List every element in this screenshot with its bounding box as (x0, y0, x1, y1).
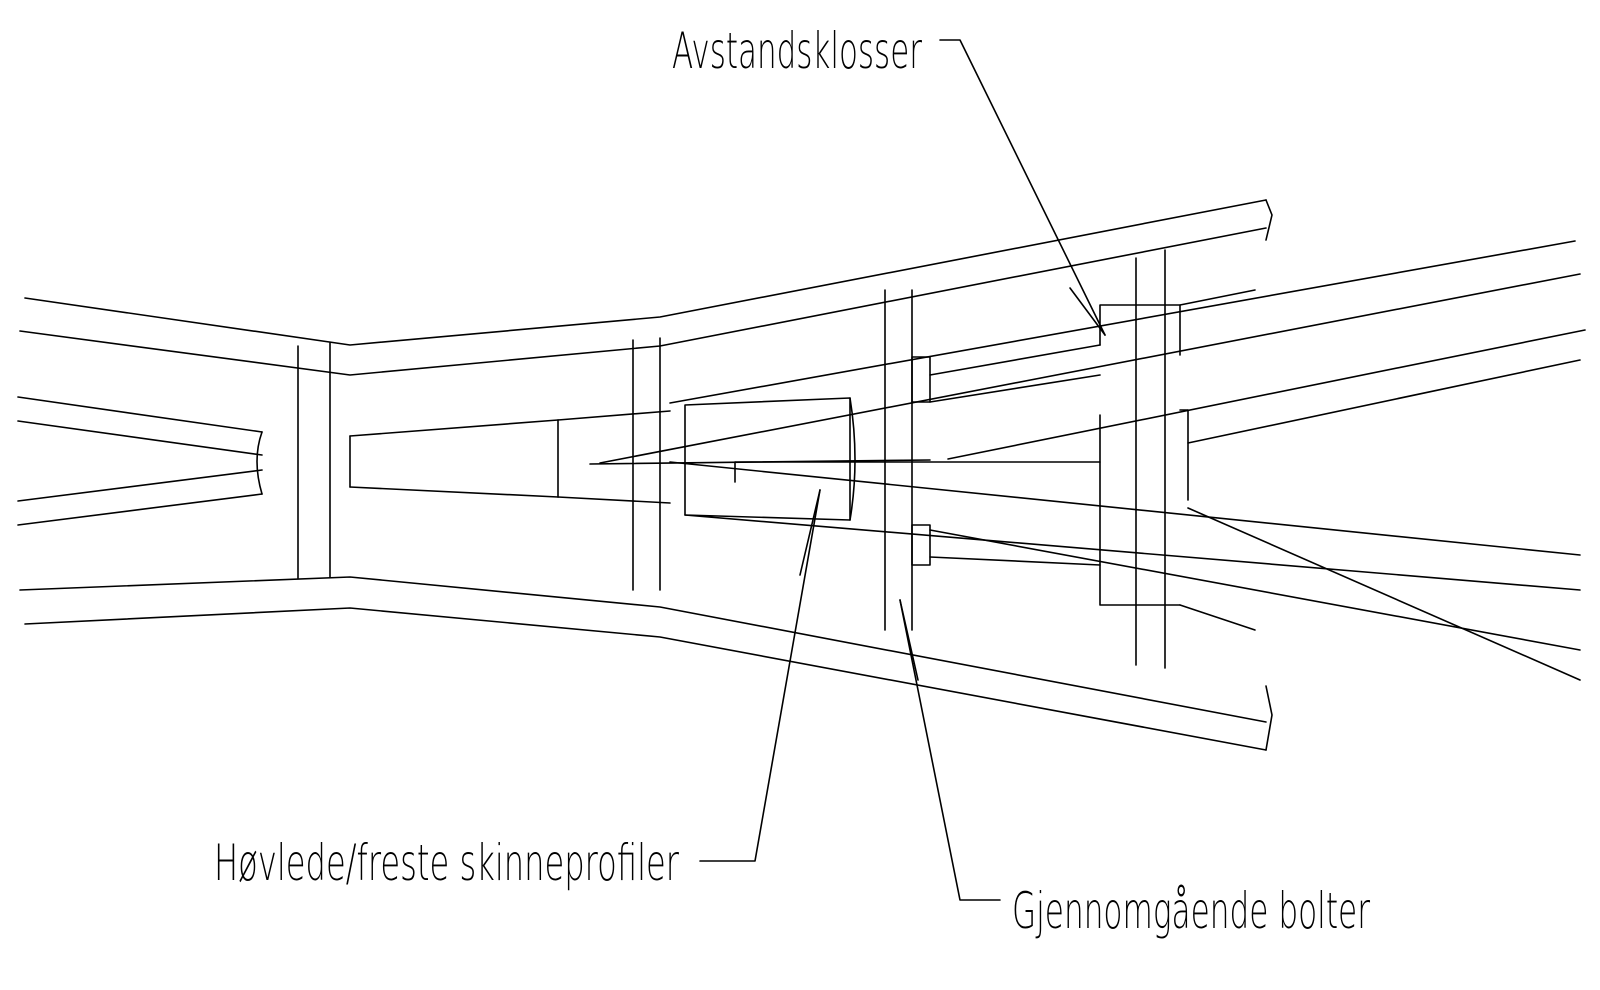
leader-planed-rail-profiles (699, 489, 821, 862)
spacer-block-center (884, 289, 931, 631)
label-planed-rail-profiles: Høvlede/freste skinneprofiler (214, 834, 679, 892)
spacer-block-right (1099, 249, 1256, 669)
spacer-block-middle (632, 337, 661, 591)
spacer-block-left (297, 342, 331, 579)
frog-point-block (557, 397, 1101, 521)
leader-through-bolts (899, 599, 1001, 901)
label-spacer-blocks: Avstandsklosser (672, 22, 922, 80)
leader-spacer-blocks (939, 39, 1106, 336)
right-diverging-rails-upper (599, 240, 1586, 464)
left-converging-rails (17, 396, 263, 526)
outer-rail-lower (19, 576, 1273, 751)
middle-section-rails (349, 410, 671, 504)
label-through-bolts: Gjennomgående bolter (1012, 882, 1370, 940)
outer-rail-upper (19, 199, 1273, 376)
right-diverging-rails-lower (669, 461, 1581, 681)
